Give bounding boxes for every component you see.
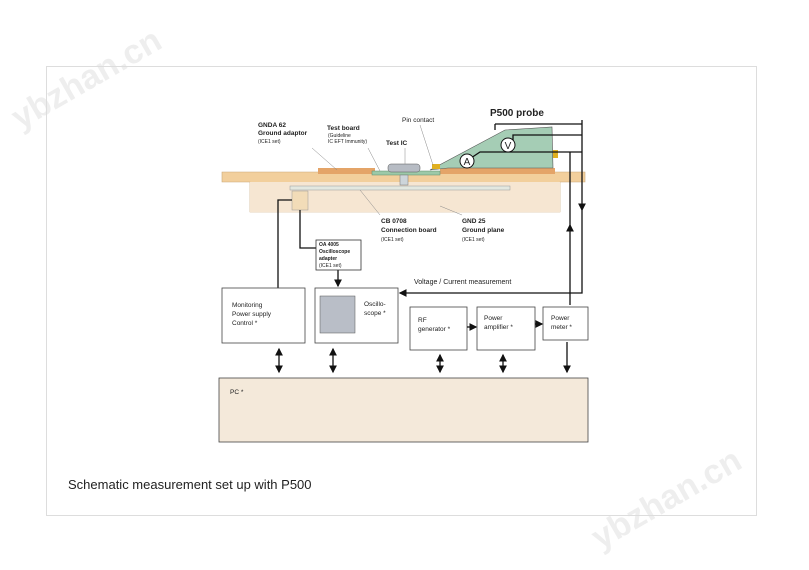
ammeter-icon	[459, 153, 475, 169]
signal-arrows	[275, 320, 571, 374]
gnda-label: GNDA 62 Ground adaptor (ICE1 set)	[258, 122, 308, 145]
test-ic-label: Test IC	[386, 140, 407, 147]
ground-adaptor	[318, 168, 375, 174]
svg-text:Monitoring: Monitoring	[232, 302, 263, 309]
ammeter-label: A	[464, 157, 471, 168]
probe-wiring	[277, 120, 586, 305]
power-amplifier-box: Power amplifier *	[476, 306, 536, 351]
svg-text:scope *: scope *	[364, 310, 386, 317]
svg-text:OA 4005: OA 4005	[319, 242, 339, 248]
svg-text:(Guideline: (Guideline	[328, 133, 351, 139]
oscilloscope-box: Oscillo- scope *	[314, 287, 399, 344]
svg-text:IC EFT Immunity): IC EFT Immunity)	[328, 139, 367, 145]
probe-base	[440, 168, 555, 174]
connection-board	[289, 185, 511, 191]
svg-text:GNDA 62: GNDA 62	[258, 122, 286, 129]
svg-text:Power supply: Power supply	[232, 311, 272, 318]
svg-text:Power: Power	[484, 315, 503, 322]
svg-text:amplifier *: amplifier *	[484, 324, 513, 331]
svg-text:Connection board: Connection board	[381, 227, 437, 234]
watermark-bottom: ybzhan.cn	[585, 441, 748, 557]
svg-text:RF: RF	[418, 317, 427, 324]
svg-text:(ICE1 set): (ICE1 set)	[381, 237, 404, 243]
svg-text:PC *: PC *	[230, 389, 244, 396]
svg-text:(ICE1 set): (ICE1 set)	[319, 263, 342, 269]
oscilloscope-screen	[319, 295, 356, 334]
pin-contact-label: Pin contact	[402, 117, 434, 124]
oa-4005-box: OA 4005 Oscilloscope adapter (ICE1 set)	[315, 239, 362, 271]
svg-text:Ground plane: Ground plane	[462, 227, 505, 234]
rf-generator-box: RF generator *	[409, 306, 468, 351]
monitoring-box: Monitoring Power supply Control *	[221, 287, 306, 344]
svg-text:Oscillo-: Oscillo-	[364, 301, 386, 308]
svg-text:(ICE1 set): (ICE1 set)	[462, 237, 485, 243]
svg-text:GND 25: GND 25	[462, 218, 486, 225]
svg-text:(ICE1 set): (ICE1 set)	[258, 139, 281, 145]
pc-box: PC *	[218, 377, 589, 443]
p500-probe	[429, 126, 554, 171]
caption: Schematic measurement set up with P500	[68, 477, 312, 492]
voltmeter-icon	[500, 137, 516, 153]
leader-lines	[311, 124, 463, 216]
svg-text:generator *: generator *	[418, 326, 451, 333]
gnd-label: GND 25 Ground plane (ICE1 set)	[462, 218, 505, 243]
svg-text:Test board: Test board	[327, 125, 360, 132]
voltmeter-label: V	[505, 141, 512, 152]
cb-label: CB 0708 Connection board (ICE1 set)	[381, 218, 437, 243]
power-meter-box: Power meter *	[542, 306, 589, 341]
svg-text:meter *: meter *	[551, 324, 572, 331]
svg-text:Ground adaptor: Ground adaptor	[258, 130, 308, 137]
svg-text:adapter: adapter	[319, 256, 337, 262]
watermark-top: ybzhan.cn	[5, 21, 168, 137]
svg-text:Power: Power	[551, 315, 570, 322]
svg-text:Oscilloscope: Oscilloscope	[319, 249, 350, 255]
vc-measurement-label: Voltage / Current measurement	[414, 279, 511, 286]
svg-text:Control *: Control *	[232, 320, 258, 327]
frame	[46, 66, 757, 516]
svg-text:CB 0708: CB 0708	[381, 218, 407, 225]
probe-title: P500 probe	[490, 108, 544, 119]
test-board-label: Test board (Guideline IC EFT Immunity)	[327, 125, 367, 145]
test-ic	[387, 163, 421, 173]
